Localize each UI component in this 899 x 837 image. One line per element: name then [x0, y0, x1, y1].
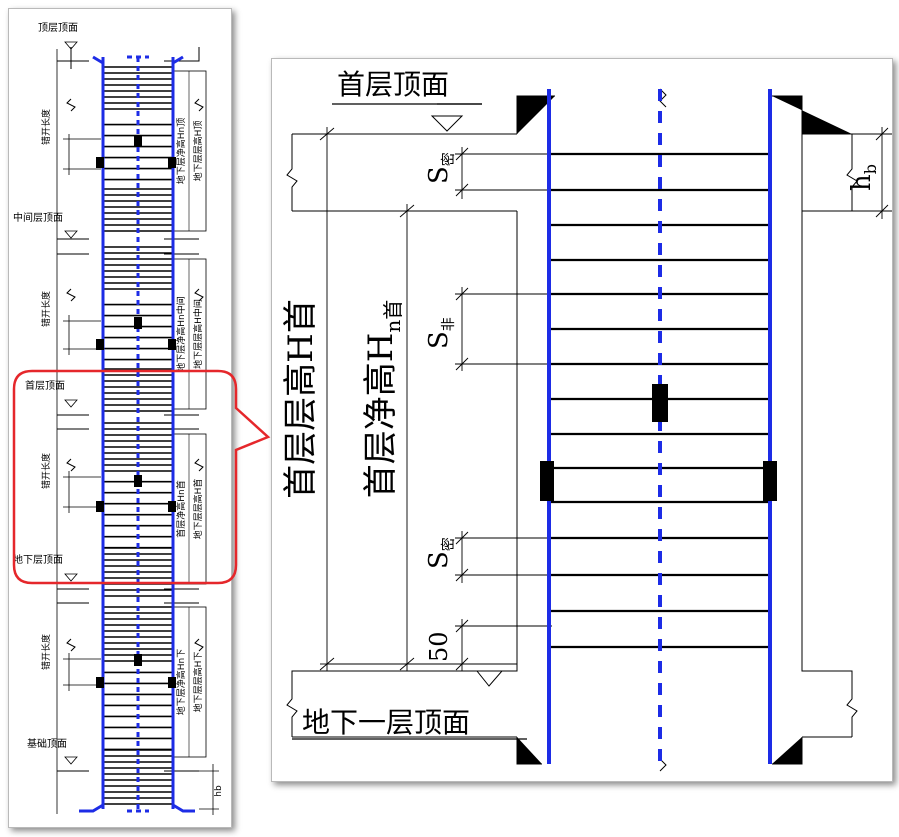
overview-panel: 顶层顶面 中间层顶面 首层顶面 地下层顶面 基础顶面 错开长度 错开长度 错开长…	[8, 8, 232, 828]
label-top-level: 顶层顶面	[38, 22, 78, 34]
label-floor-height-2: 地下层层高H中间	[192, 299, 204, 369]
label-floor-height-4: 地下层层高H下	[192, 652, 204, 713]
label-clear-height-4: 地下层净高Hn下	[175, 649, 187, 715]
label-mid-level: 中间层顶面	[13, 211, 63, 224]
label-clear-height-1: 地下层净高Hn顶	[175, 118, 187, 184]
detail-panel: 首层顶面 地下一层顶面 首层层高H首 首层净高Hn首 S密 S非 S密 50 h…	[271, 58, 893, 782]
column-detail-drawing: 首层顶面 地下一层顶面 首层层高H首 首层净高Hn首 S密 S非 S密 50 h…	[281, 68, 892, 772]
label-stagger-1: 错开长度	[40, 109, 52, 145]
column-overview-drawing: 顶层顶面 中间层顶面 首层顶面 地下层顶面 基础顶面 错开长度 错开长度 错开长…	[13, 22, 224, 815]
label-hb: hb	[847, 164, 880, 191]
label-basement-level: 地下层顶面	[13, 553, 63, 566]
label-hb-left: hb	[214, 785, 224, 797]
label-stagger-4: 错开长度	[40, 634, 52, 670]
label-basement-one-top: 地下一层顶面	[302, 706, 470, 739]
label-stagger-2: 错开长度	[40, 291, 52, 327]
label-floor-height-1: 地下层层高H顶	[192, 121, 204, 182]
label-s-sparse: S非	[424, 317, 457, 349]
label-first-floor-clear-height: 首层净高Hn首	[361, 300, 405, 499]
label-foundation-level: 基础顶面	[27, 737, 67, 750]
label-first-floor-height: 首层层高H首	[281, 299, 321, 499]
label-dim-50: 50	[425, 631, 453, 662]
detail-structure-lines	[286, 88, 892, 772]
label-s-dense-top: S密	[424, 152, 457, 184]
label-first-level: 首层顶面	[25, 379, 65, 392]
label-stagger-3: 错开长度	[40, 453, 52, 489]
label-clear-height-2: 地下层净高Hn中间	[175, 296, 187, 371]
detail-longitudinal-rebars	[540, 89, 777, 764]
label-floor-height-3: 地下层层高H首	[192, 479, 204, 540]
label-clear-height-3: 首层净高Hn首	[175, 480, 187, 537]
label-first-floor-top: 首层顶面	[337, 68, 449, 101]
label-s-dense-bottom: S密	[424, 537, 457, 569]
